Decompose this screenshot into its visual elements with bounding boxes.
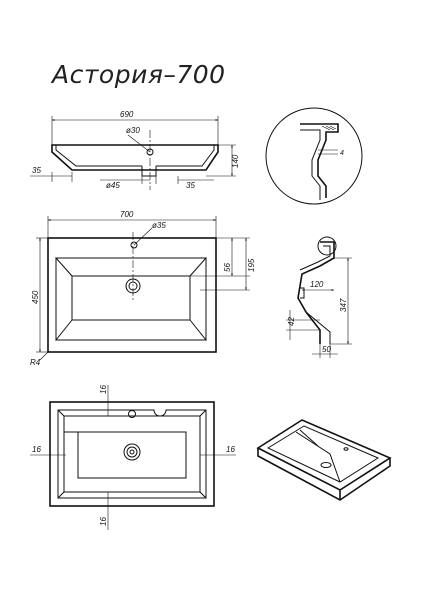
dim-top-width: 690: [120, 110, 134, 119]
dim-edge-to-bowl: 195: [247, 258, 256, 272]
dim-detail-thickness: 4: [340, 150, 344, 157]
drawing-title: Астория–700: [52, 60, 226, 89]
dim-corner-radius: R4: [30, 358, 41, 367]
dim-edge-to-hole: 56: [223, 263, 232, 272]
plan-view: 700 ø35 450 56 195 R4: [30, 210, 256, 367]
dim-rim-right: 35: [186, 181, 195, 190]
dim-side-height: 347: [339, 298, 348, 312]
dim-height: 140: [231, 154, 240, 168]
dim-margin-left: 16: [32, 445, 41, 454]
front-section-view: 690 ø30 140 35 ø45 35: [30, 110, 240, 190]
dim-plan-width: 700: [120, 210, 134, 219]
dim-drain-hole: ø30: [126, 126, 140, 135]
dim-drain-outlet: ø45: [106, 181, 120, 190]
isometric-view: [256, 419, 392, 501]
dim-margin-top: 16: [99, 385, 108, 394]
detail-view: 4: [265, 107, 363, 205]
dim-margin-bottom: 16: [99, 517, 108, 526]
dim-plan-depth: 450: [31, 290, 40, 304]
dim-tap-hole: ø35: [152, 221, 166, 230]
bottom-plan-view: 16 16 16 16: [30, 385, 236, 530]
side-section-view: 120 347 42 50: [286, 236, 352, 358]
dim-rim-left: 35: [32, 166, 41, 175]
dim-side-depth: 120: [310, 280, 324, 289]
dim-side-base: 50: [322, 345, 331, 354]
dim-side-step: 42: [287, 317, 296, 326]
dim-margin-right: 16: [226, 445, 235, 454]
